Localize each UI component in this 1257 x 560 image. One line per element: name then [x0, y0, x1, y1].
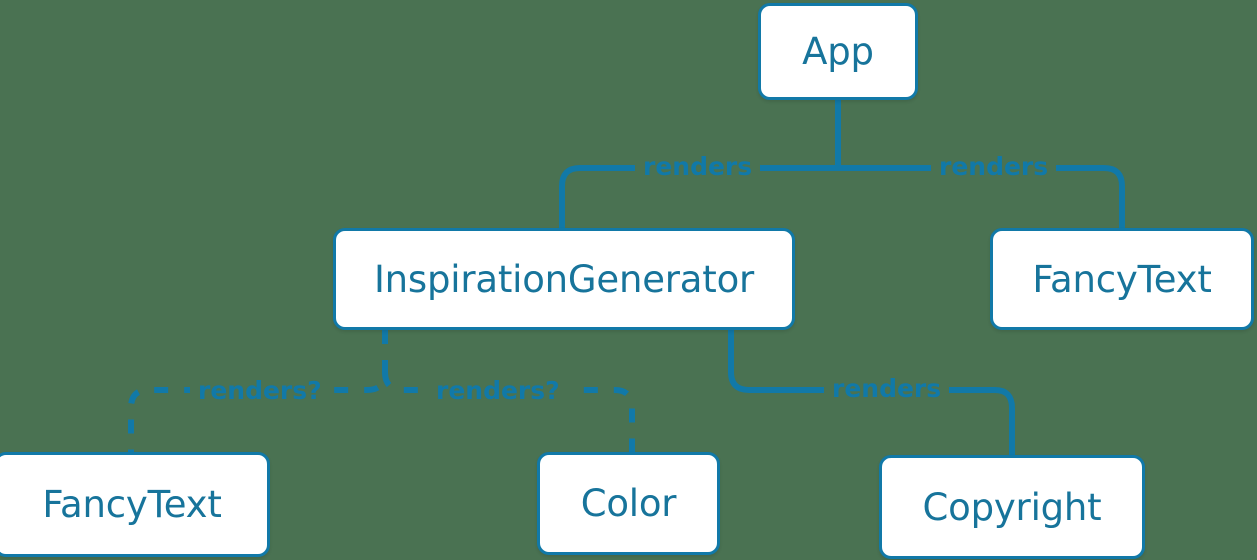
node-fancytext-top[interactable]: FancyText: [990, 228, 1254, 330]
edge-app-fancytext: [838, 165, 1125, 228]
node-app[interactable]: App: [758, 3, 918, 100]
node-label: InspirationGenerator: [373, 257, 755, 301]
node-label: FancyText: [42, 483, 222, 526]
edge-label-inspirationgenerator-color: renders?: [428, 377, 568, 405]
edge-label-app-inspirationgenerator: renders: [635, 153, 761, 181]
node-label: Color: [580, 482, 677, 525]
edge-inspirationgenerator-color: [382, 371, 635, 452]
node-fancytext-bottom[interactable]: FancyText: [0, 452, 270, 557]
node-copyright[interactable]: Copyright: [879, 455, 1145, 559]
edge-app-inspirationgenerator: [559, 100, 841, 228]
node-label: App: [802, 30, 874, 73]
edge-label-inspirationgenerator-copyright: renders: [824, 375, 950, 403]
node-label: Copyright: [922, 485, 1102, 529]
edge-label-app-fancytext: renders: [931, 153, 1057, 181]
edge-label-inspirationgenerator-fancytext: renders?: [190, 377, 330, 405]
node-inspiration-generator[interactable]: InspirationGenerator: [333, 228, 795, 330]
node-label: FancyText: [1032, 257, 1212, 301]
node-color[interactable]: Color: [537, 452, 720, 555]
